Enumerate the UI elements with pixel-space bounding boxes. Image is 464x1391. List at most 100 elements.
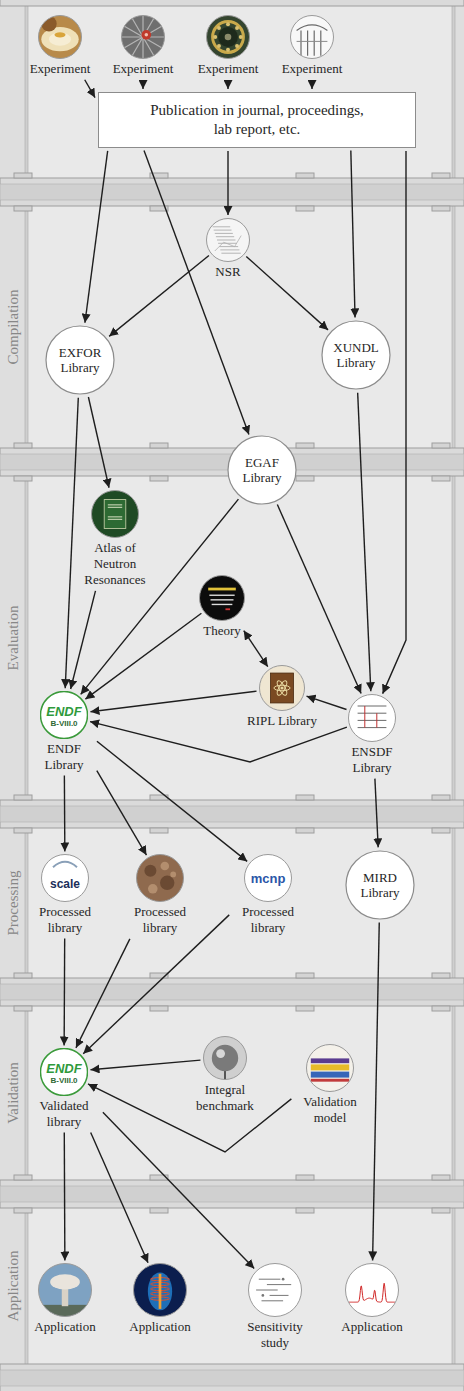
logo-text: scale <box>50 878 80 890</box>
section-label: Evaluation <box>6 606 21 671</box>
flow-arrow <box>227 151 228 215</box>
flow-arrow <box>142 80 143 89</box>
node-text: Experiment <box>198 61 259 77</box>
node-illustration <box>306 1044 354 1092</box>
flow-arrow <box>351 151 355 318</box>
node-text: Application <box>129 1319 190 1335</box>
icon-node: Validation model <box>294 1044 366 1126</box>
icon-node: Experiment <box>103 15 183 77</box>
flow-arrow <box>88 1084 291 1152</box>
flow-arrow <box>358 393 371 691</box>
icon-node: Experiment <box>188 15 268 77</box>
node-illustration <box>345 1263 399 1317</box>
flange <box>0 973 464 1011</box>
node-illustration <box>290 15 334 59</box>
node-text: EXFOR Library <box>53 345 107 375</box>
icon-node: ENDF Library <box>34 691 94 773</box>
logo-text: mcnp <box>251 872 286 885</box>
flow-arrow <box>63 939 65 1046</box>
icon-node: Application <box>25 1263 105 1335</box>
flow-arrow <box>373 923 380 1261</box>
node-text: RIPL Library <box>247 713 317 729</box>
flow-arrow <box>85 80 95 98</box>
node-text: ENDF Library <box>34 741 94 773</box>
node-text: Publication in journal, proceedings, lab… <box>142 101 372 139</box>
node-text: EGAF Library <box>235 455 289 485</box>
icon-node: Integral benchmark <box>189 1036 261 1114</box>
icon-node: NSR <box>198 218 258 280</box>
library-circle: XUNDL Library <box>321 320 391 390</box>
node-illustration <box>38 15 82 59</box>
bottom-cap <box>0 1364 464 1391</box>
logo-text: ENDF <box>46 1062 81 1075</box>
flow-arrow <box>88 397 109 488</box>
icon-node: Validated library <box>28 1048 100 1130</box>
flow-arrow <box>307 696 347 709</box>
node-illustration <box>206 15 250 59</box>
node-illustration <box>91 490 139 538</box>
flow-arrow <box>76 939 130 1048</box>
flow-arrow <box>227 80 228 89</box>
flow-arrow <box>109 255 209 336</box>
icon-node: Sensitivity study <box>237 1263 313 1351</box>
library-circle: EXFOR Library <box>45 325 115 395</box>
icon-node: Experiment <box>20 15 100 77</box>
flow-arrow <box>311 80 312 89</box>
flow-arrow <box>375 779 378 848</box>
node-text: Validation model <box>294 1094 366 1126</box>
node-text: Integral benchmark <box>189 1082 261 1114</box>
icon-node: Processed library <box>124 854 196 936</box>
flow-arrow <box>91 1133 148 1263</box>
node-illustration <box>248 1263 302 1317</box>
node-text: Processed library <box>29 904 101 936</box>
logo-text: B-VIII.0 <box>50 720 77 728</box>
node-text: Experiment <box>113 61 174 77</box>
flange <box>0 795 464 833</box>
node-text: NSR <box>215 264 240 280</box>
node-illustration <box>121 15 165 59</box>
library-circle: MIRD Library <box>345 850 415 920</box>
flow-arrow <box>144 151 249 435</box>
node-text: Processed library <box>124 904 196 936</box>
icon-node: ENSDF Library <box>342 694 402 776</box>
node-illustration <box>203 1036 247 1080</box>
node-illustration <box>259 665 305 711</box>
node-illustration <box>38 1263 92 1317</box>
node-text: Application <box>341 1319 402 1335</box>
library-circle: EGAF Library <box>227 435 297 505</box>
flow-arrow <box>90 691 256 712</box>
flow-arrow <box>246 256 328 329</box>
flow-arrow <box>85 151 108 323</box>
flow-arrow <box>277 505 361 694</box>
node-text: Sensitivity study <box>237 1319 313 1351</box>
flow-arrow <box>97 771 147 855</box>
node-illustration <box>206 218 250 262</box>
flow-arrow <box>383 151 406 694</box>
logo-text: ENDF <box>46 705 81 718</box>
icon-node: Application <box>332 1263 412 1335</box>
node-text: XUNDL Library <box>329 340 383 370</box>
flow-arrow <box>244 631 268 667</box>
node-text: Atlas of Neutron Resonances <box>75 540 155 588</box>
flow-arrow <box>97 741 247 861</box>
logo-text: B-VIII.0 <box>50 1077 77 1085</box>
node-illustration <box>136 854 184 902</box>
flow-arrow <box>85 613 201 699</box>
icon-node: Atlas of Neutron Resonances <box>75 490 155 588</box>
node-illustration <box>199 575 245 621</box>
top-cap <box>0 0 464 6</box>
flow-arrow <box>64 776 66 852</box>
section-label: Processing <box>6 871 21 936</box>
node-text: Experiment <box>30 61 91 77</box>
node-text: MIRD Library <box>353 870 407 900</box>
icon-node: Processed library <box>29 854 101 936</box>
flow-arrow <box>103 1112 254 1268</box>
node-text: Theory <box>203 623 241 639</box>
node-text: Processed library <box>232 904 304 936</box>
flow-arrow <box>71 591 96 689</box>
flow-arrow <box>83 915 229 1054</box>
node-text: ENSDF Library <box>342 744 402 776</box>
icon-node: Processed library <box>232 854 304 936</box>
flange <box>0 173 464 211</box>
node-text: Application <box>34 1319 95 1335</box>
